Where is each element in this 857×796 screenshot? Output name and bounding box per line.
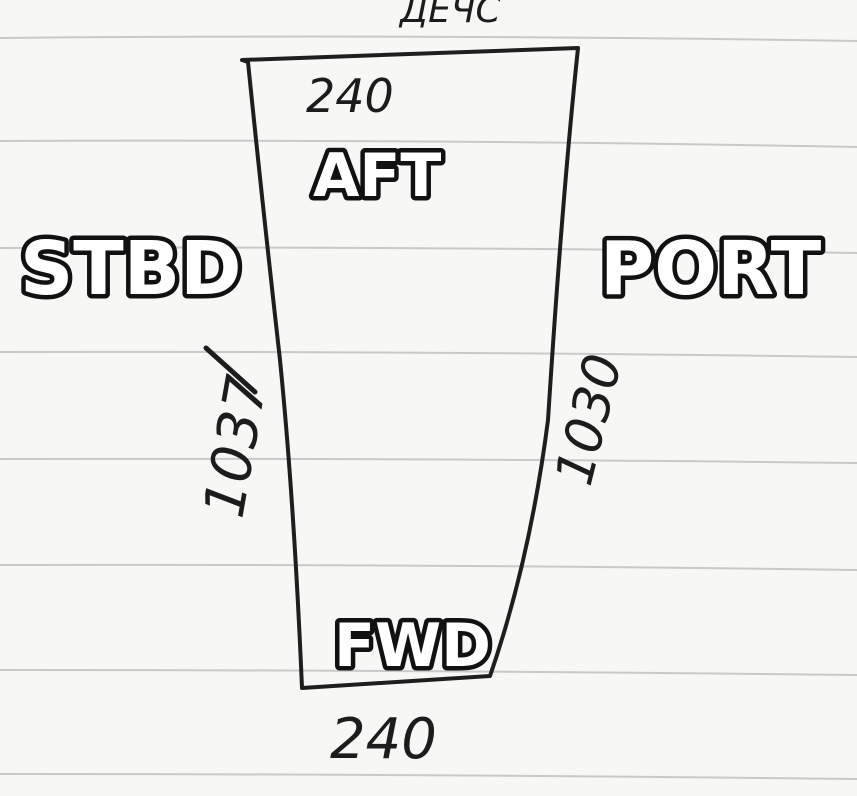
port-length-label: 1030 — [544, 348, 634, 491]
stbd-label: STBD — [20, 226, 242, 312]
aft-label: AFT — [313, 141, 441, 211]
ruled-line — [0, 139, 857, 148]
ruled-line — [0, 457, 857, 464]
top-scribble: ДЕЧС — [398, 0, 502, 31]
strike-mark — [203, 345, 258, 395]
ruled-line — [0, 773, 857, 780]
port-label: PORT — [600, 226, 822, 312]
ruled-line — [0, 246, 857, 254]
ruled-line — [0, 350, 857, 358]
stbd-length-label: 1037 — [192, 370, 281, 522]
ruled-line — [0, 35, 857, 42]
trapezoid-outline — [240, 46, 580, 690]
top-width-label: 240 — [306, 69, 394, 123]
bottom-width-label: 240 — [330, 707, 437, 772]
ruled-line — [0, 563, 857, 571]
ruled-lines — [0, 35, 857, 780]
fwd-label: FWD — [334, 611, 491, 681]
ruled-line — [0, 669, 857, 676]
